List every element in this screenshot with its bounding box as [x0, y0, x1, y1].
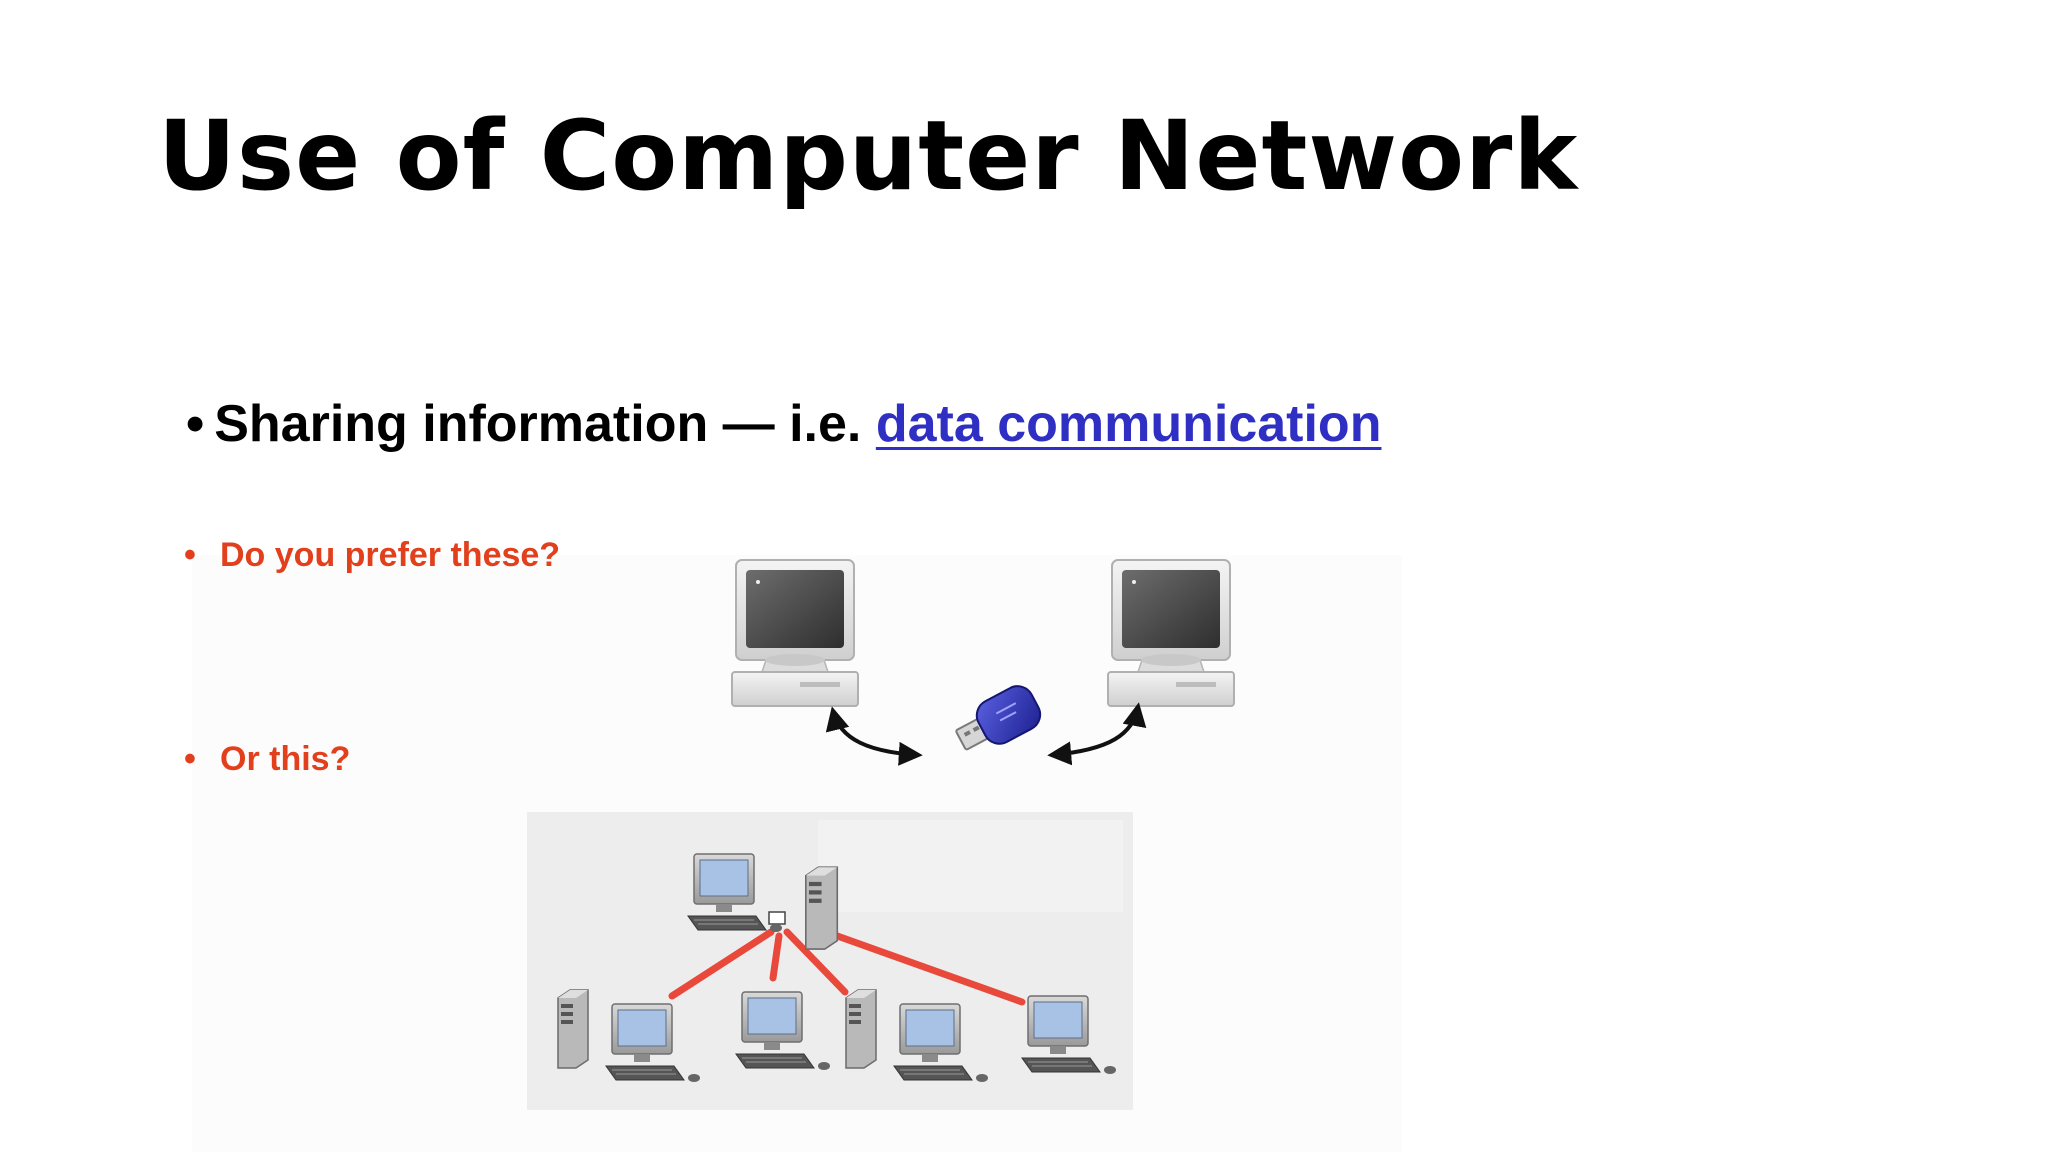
- sub-bullet-prefer-these: • Do you prefer these?: [184, 538, 560, 572]
- double-arrow-icon: [825, 706, 923, 766]
- network-diagram: [527, 812, 1133, 1110]
- network-diagram-label-area: [818, 820, 1123, 912]
- network-links: [668, 924, 1026, 1006]
- tower-server-icon: [557, 989, 589, 1069]
- sub-bullet-marker: •: [184, 740, 196, 778]
- sub-bullet-or-this: • Or this?: [184, 742, 350, 776]
- sub-bullet-text: Or this?: [220, 740, 351, 778]
- sub-bullet-marker: •: [184, 536, 196, 574]
- sub-bullet-text: Do you prefer these?: [220, 536, 561, 574]
- bullet-marker: •: [186, 395, 205, 453]
- usb-drive-icon: [955, 685, 1042, 751]
- desktop-computer-icon: [1107, 559, 1235, 707]
- main-bullet-text: Sharing information — i.e.: [214, 395, 876, 453]
- tower-server-icon: [768, 866, 839, 950]
- slide-title: Use of Computer Network: [158, 100, 1579, 212]
- desktop-computer-icon: [731, 559, 859, 707]
- data-communication-link[interactable]: data communication: [875, 395, 1382, 453]
- main-bullet: •Sharing information — i.e. data communi…: [186, 398, 1381, 450]
- tower-server-icon: [845, 989, 877, 1069]
- double-arrow-icon: [1047, 702, 1147, 766]
